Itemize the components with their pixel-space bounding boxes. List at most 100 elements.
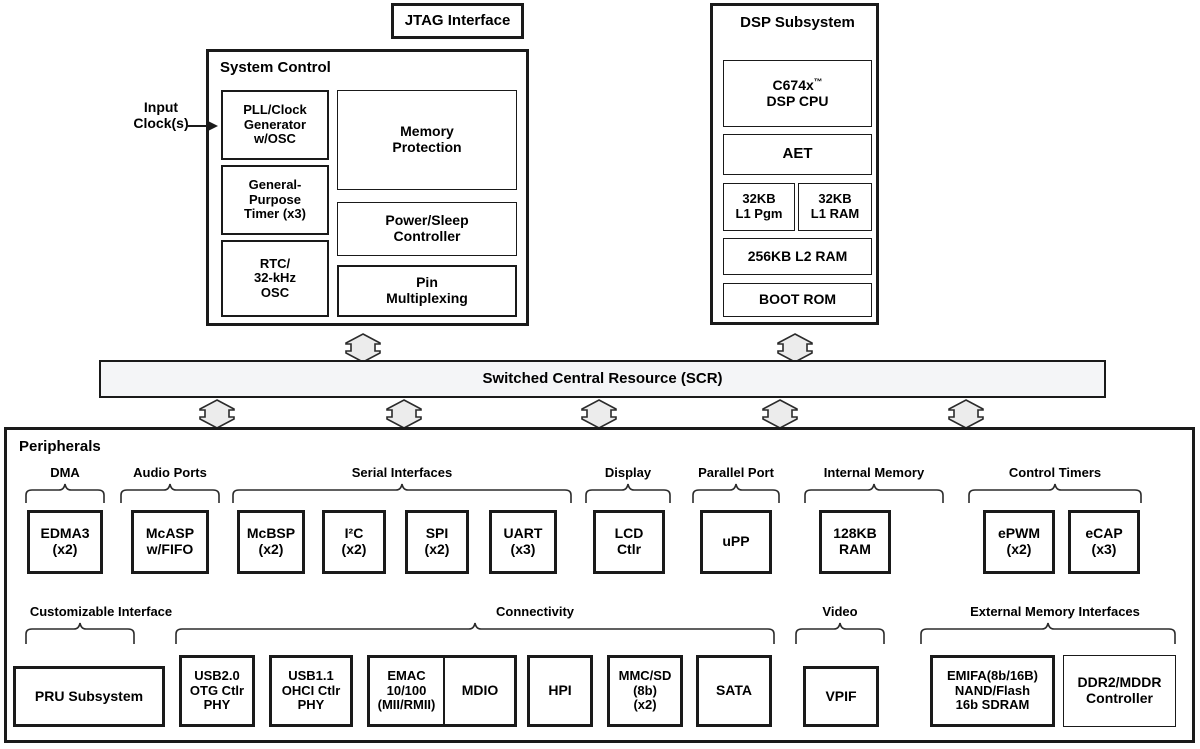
- pll-clock-generator-block: PLL/Clock Generator w/OSC: [221, 90, 329, 160]
- usb11-line-2: OHCI Ctlr: [281, 682, 341, 698]
- group-label-dma: DMA: [50, 465, 80, 480]
- vpif-block: VPIF: [803, 666, 879, 727]
- i2c-label: I²C (x2): [342, 526, 367, 557]
- switched-central-resource-bar: Switched Central Resource (SCR): [99, 360, 1106, 398]
- scr-label: Switched Central Resource (SCR): [482, 369, 723, 387]
- uart-block: UART (x3): [489, 510, 557, 574]
- usb20-otg-label: USB2.0 OTG Ctlr PHY: [190, 669, 244, 713]
- gpt-line-3: Timer (x3): [244, 206, 306, 222]
- pru-subsystem-label: PRU Subsystem: [34, 687, 144, 704]
- sata-block: SATA: [696, 655, 772, 727]
- hpi-label: HPI: [548, 682, 572, 699]
- l1-pgm-line-2: L1 Pgm: [735, 206, 783, 221]
- emac-block: EMAC 10/100 (MII/RMII): [370, 658, 445, 724]
- sata-label: SATA: [715, 682, 753, 699]
- connector-scr-to-peripherals-3-icon: [581, 399, 617, 429]
- dsp-subsystem-block: DSP Subsystem C674x™ DSP CPU AET 32KB L1…: [710, 3, 879, 325]
- dsp-cpu-line-1-text: C674x™: [772, 76, 823, 93]
- gpt-line-1: General-: [248, 177, 302, 193]
- usb20-otg-block: USB2.0 OTG Ctlr PHY: [179, 655, 255, 727]
- usb20-line-2: OTG Ctlr: [189, 682, 245, 698]
- bracket-internal-memory-icon: [804, 483, 944, 503]
- dsp-cpu-block: C674x™ DSP CPU: [723, 60, 872, 127]
- peripherals-title: Peripherals: [19, 438, 101, 455]
- edma3-line-1: EDMA3: [40, 525, 90, 542]
- mdio-block: MDIO: [445, 658, 515, 724]
- hpi-block: HPI: [527, 655, 593, 727]
- rtc-line-3: OSC: [260, 284, 290, 300]
- mcbsp-line-1: McBSP: [246, 525, 296, 542]
- rtc-line-1: RTC/: [259, 255, 291, 271]
- group-label-serial-interfaces: Serial Interfaces: [351, 465, 453, 480]
- bracket-display-icon: [585, 483, 671, 503]
- l2-ram-label: 256KB L2 RAM: [747, 247, 848, 264]
- internal-ram-block: 128KB RAM: [819, 510, 891, 574]
- memprot-line-2: Protection: [392, 139, 462, 155]
- ecap-block: eCAP (x3): [1068, 510, 1140, 574]
- mcasp-block: McASP w/FIFO: [131, 510, 209, 574]
- group-label-parallel-port: Parallel Port: [698, 465, 774, 480]
- emac-line-2: 10/100: [386, 682, 427, 698]
- lcd-line-1: LCD: [614, 525, 644, 542]
- connector-scr-to-peripherals-4-icon: [762, 399, 798, 429]
- input-clock-label: Input Clock(s): [122, 99, 200, 131]
- group-label-connectivity: Connectivity: [495, 604, 574, 619]
- emifa-line-3: 16b SDRAM: [955, 697, 1030, 713]
- rtc-32khz-osc-block: RTC/ 32-kHz OSC: [221, 240, 329, 317]
- l1-ram-label: 32KB L1 RAM: [811, 192, 859, 221]
- mcbsp-block: McBSP (x2): [237, 510, 305, 574]
- memory-protection-label: Memory Protection: [392, 124, 461, 155]
- uart-label: UART (x3): [504, 526, 543, 557]
- mmc-sd-label: MMC/SD (8b) (x2): [619, 669, 672, 713]
- input-clock-arrow-icon: [186, 120, 218, 132]
- dsp-subsystem-title: DSP Subsystem: [740, 14, 855, 31]
- jtag-interface-block: JTAG Interface: [391, 3, 524, 39]
- epwm-line-1: ePWM: [998, 525, 1040, 542]
- group-label-customizable-interface: Customizable Interface: [29, 604, 173, 619]
- ddr2-line-2: Controller: [1086, 690, 1153, 706]
- i2c-line-1: I²C: [344, 525, 364, 542]
- bracket-video-icon: [795, 622, 885, 644]
- usb11-ohci-block: USB1.1 OHCI Ctlr PHY: [269, 655, 353, 727]
- group-label-audio-ports: Audio Ports: [133, 465, 207, 480]
- bracket-customizable-interface-icon: [25, 622, 135, 644]
- group-label-control-timers: Control Timers: [1008, 465, 1102, 480]
- system-control-block: System Control PLL/Clock Generator w/OSC…: [206, 49, 529, 326]
- pll-clock-generator-label: PLL/Clock Generator w/OSC: [243, 103, 307, 147]
- l1-ram-block: 32KB L1 RAM: [798, 183, 872, 231]
- lcd-ctlr-block: LCD Ctlr: [593, 510, 665, 574]
- ecap-line-2: (x3): [1091, 541, 1117, 557]
- pinmux-line-1: Pin: [416, 274, 438, 291]
- aet-label: AET: [782, 145, 813, 163]
- vpif-label: VPIF: [825, 687, 857, 704]
- usb11-line-1: USB1.1: [288, 668, 334, 684]
- spi-line-1: SPI: [425, 525, 449, 542]
- usb11-ohci-label: USB1.1 OHCI Ctlr PHY: [282, 669, 341, 713]
- spi-line-2: (x2): [424, 541, 450, 557]
- mcasp-label: McASP w/FIFO: [146, 526, 194, 557]
- bracket-external-memory-interfaces-icon: [920, 622, 1176, 644]
- bracket-serial-interfaces-icon: [232, 483, 572, 503]
- mdio-label: MDIO: [461, 682, 499, 699]
- boot-rom-block: BOOT ROM: [723, 283, 872, 317]
- bracket-audio-ports-icon: [120, 483, 220, 503]
- i2c-block: I²C (x2): [322, 510, 386, 574]
- emifa-line-1: EMIFA(8b/16B): [946, 668, 1038, 684]
- epwm-line-2: (x2): [1006, 541, 1032, 557]
- mcbsp-line-2: (x2): [258, 541, 284, 557]
- internal-ram-line-1: 128KB: [833, 525, 877, 542]
- connector-dsp-to-scr-icon: [777, 333, 813, 363]
- pll-line-2: Generator: [243, 116, 307, 132]
- general-purpose-timer-block: General- Purpose Timer (x3): [221, 165, 329, 235]
- emac-line-3: (MII/RMII): [377, 697, 436, 713]
- power-sleep-controller-block: Power/Sleep Controller: [337, 202, 517, 256]
- upp-block: uPP: [700, 510, 772, 574]
- usb11-line-3: PHY: [297, 697, 325, 713]
- input-clock-line-2: Clock(s): [133, 114, 189, 131]
- spi-block: SPI (x2): [405, 510, 469, 574]
- dsp-cpu-line-2: DSP CPU: [766, 92, 829, 109]
- emifa-block: EMIFA(8b/16B) NAND/Flash 16b SDRAM: [930, 655, 1055, 727]
- emifa-line-2: NAND/Flash: [954, 682, 1031, 698]
- l2-ram-block: 256KB L2 RAM: [723, 238, 872, 275]
- general-purpose-timer-label: General- Purpose Timer (x3): [244, 178, 306, 222]
